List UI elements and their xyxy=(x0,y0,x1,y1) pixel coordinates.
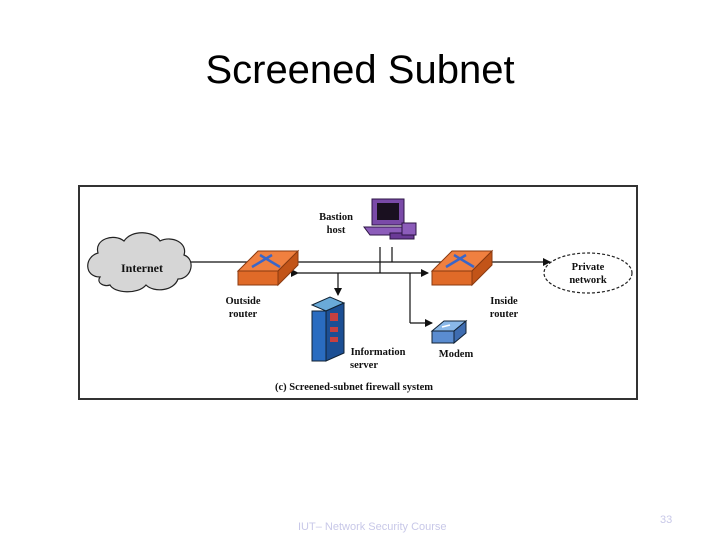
router-arrows-icon xyxy=(445,253,475,269)
outside-router: Outside router xyxy=(225,249,300,320)
modem-label: Modem xyxy=(439,349,474,360)
bastion-label-1: Bastion xyxy=(319,212,353,223)
bastion-host-icon: Bastion host xyxy=(319,198,417,240)
inside-router: Inside router xyxy=(430,249,519,320)
footer-course-label: IUT– Network Security Course xyxy=(298,521,447,533)
inside-router-label-2: router xyxy=(490,309,519,320)
private-network: Private network xyxy=(543,252,633,294)
info-server-label-2: server xyxy=(350,360,378,371)
modem-icon: Modem xyxy=(430,319,474,360)
screened-subnet-diagram: Internet Outside router Bastion host xyxy=(78,185,638,400)
bastion-label-2: host xyxy=(327,225,346,236)
diagram-caption: (c) Screened-subnet firewall system xyxy=(275,382,433,393)
slide-title: Screened Subnet xyxy=(205,48,515,92)
private-network-label-2: network xyxy=(569,275,606,286)
slide-number: 33 xyxy=(660,514,673,526)
router-arrows-icon xyxy=(251,253,281,269)
diagram-canvas: Internet Outside router Bastion host xyxy=(87,198,633,393)
information-server-icon: Information server xyxy=(310,296,406,371)
private-network-label-1: Private xyxy=(572,262,605,273)
internet-label: Internet xyxy=(121,261,163,275)
internet-cloud: Internet xyxy=(87,232,192,293)
info-server-label-1: Information xyxy=(351,347,406,358)
outside-router-label-2: router xyxy=(229,309,258,320)
outside-router-label-1: Outside xyxy=(225,296,260,307)
inside-router-label-1: Inside xyxy=(490,296,518,307)
